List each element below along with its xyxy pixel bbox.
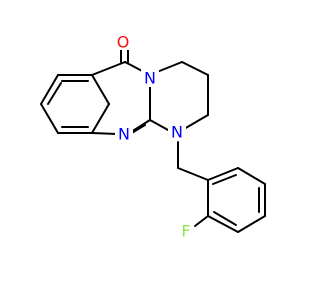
label-bg — [141, 69, 159, 87]
bond — [91, 132, 118, 135]
bond — [149, 119, 169, 131]
bond — [124, 61, 145, 73]
benzene-ring-left — [40, 74, 110, 134]
tetrahydropyrimidine-ring — [149, 61, 209, 131]
bond — [91, 74, 110, 105]
label-bg — [168, 122, 186, 140]
bond — [40, 103, 59, 134]
bond — [207, 167, 239, 181]
molecule-canvas: O N N N F — [40, 30, 266, 241]
bond — [177, 167, 209, 181]
label-bg — [113, 30, 131, 50]
label-bg — [115, 126, 133, 144]
bond — [156, 61, 183, 73]
benzyl-substituent — [177, 141, 266, 233]
nitrogen-atom-label-ring-junction: N — [144, 69, 156, 88]
atom-labels: O N N N F — [113, 30, 194, 241]
nitrogen-atom-label-benzyl: N — [171, 123, 183, 142]
oxygen-atom-label: O — [117, 33, 130, 52]
bond — [207, 215, 239, 233]
bond — [181, 61, 209, 76]
bond-inner — [213, 211, 237, 226]
bond — [183, 114, 209, 130]
bond — [40, 74, 59, 105]
bond — [91, 103, 110, 134]
bond — [194, 215, 209, 227]
nitrogen-atom-label-imine: N — [118, 125, 130, 144]
label-bg — [178, 222, 194, 240]
bond-inner — [212, 174, 237, 185]
bond — [237, 215, 266, 233]
bond — [237, 167, 266, 185]
fluorine-atom-label: F — [181, 222, 190, 241]
pyrimidinone-ring — [91, 49, 151, 135]
bond — [130, 119, 151, 133]
bond — [91, 61, 126, 76]
molecule-structure: O N N N F — [40, 30, 266, 241]
bond-inner — [47, 82, 62, 105]
